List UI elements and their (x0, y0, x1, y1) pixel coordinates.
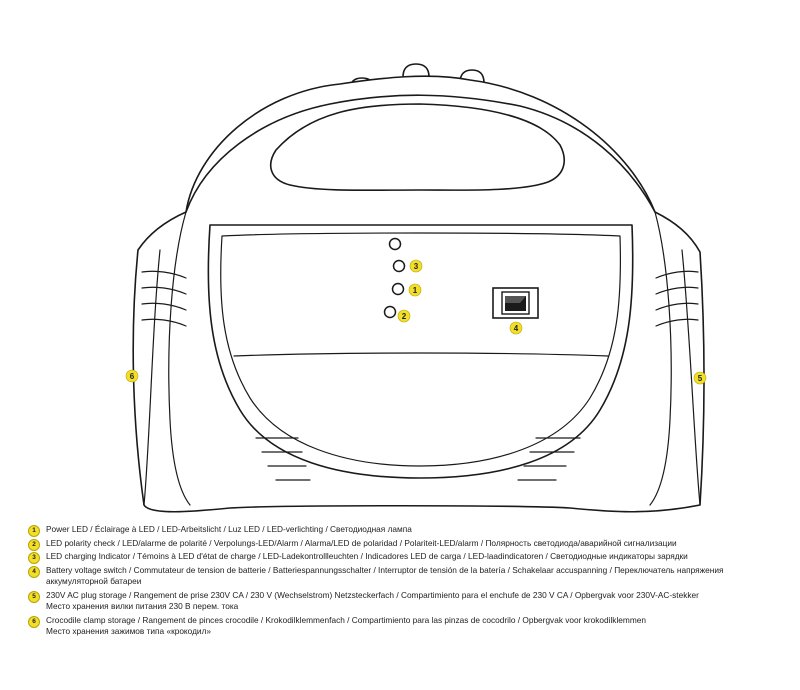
legend-badge: 2 (28, 538, 40, 551)
legend-item-6: 6 Crocodile clamp storage / Rangement de… (28, 615, 788, 638)
svg-text:5: 5 (698, 374, 703, 383)
legend-text: Crocodile clamp storage / Rangement de p… (46, 614, 646, 625)
right-vents (517, 270, 699, 481)
callout-6: 6 (125, 369, 139, 383)
left-vents (141, 270, 311, 481)
battery-voltage-switch (492, 287, 539, 319)
legend-item-5: 5 230V AC plug storage / Rangement de pr… (28, 590, 788, 613)
legend-text: Battery voltage switch / Commutateur de … (46, 564, 724, 575)
svg-text:6: 6 (130, 372, 135, 381)
legend: 1 Power LED / Éclairage à LED / LED-Arbe… (28, 524, 788, 640)
legend-item-2: 2 LED polarity check / LED/alarme de pol… (28, 537, 788, 551)
callout-2: 2 (397, 309, 411, 323)
svg-text:3: 3 (414, 262, 419, 271)
legend-text-line2: аккумуляторной батареи (46, 576, 142, 586)
led-power (391, 282, 405, 296)
handle-slot (269, 103, 565, 192)
svg-text:4: 4 (514, 324, 519, 333)
legend-badge: 3 (28, 552, 40, 564)
svg-text:1: 1 (413, 286, 418, 295)
svg-text:2: 2 (402, 312, 407, 321)
led-top (388, 237, 402, 251)
led-indicators (383, 237, 406, 319)
legend-text: LED polarity check / LED/alarme de polar… (46, 537, 677, 548)
legend-badge: 5 (28, 590, 40, 603)
legend-item-3: 3 LED charging Indicator / Témoins à LED… (28, 551, 788, 564)
legend-text: Power LED / Éclairage à LED / LED-Arbeit… (46, 524, 412, 534)
callout-1: 1 (408, 283, 422, 297)
legend-text-line2: Место хранения зажимов типа «крокодил» (46, 626, 212, 636)
callout-3: 3 (409, 259, 423, 273)
callout-5: 5 (693, 371, 707, 385)
led-charging (392, 259, 406, 273)
legend-item-1: 1 Power LED / Éclairage à LED / LED-Arbe… (28, 524, 788, 537)
legend-text-line2: Место хранения вилки питания 230 В перем… (46, 601, 239, 611)
charger-diagram: 3 1 2 4 6 5 (125, 63, 707, 513)
legend-item-4: 4 Battery voltage switch / Commutateur d… (28, 565, 788, 588)
legend-text: 230V AC plug storage / Rangement de pris… (46, 589, 699, 600)
legend-badge: 1 (28, 525, 40, 537)
legend-badge: 4 (28, 565, 40, 578)
legend-text: LED charging Indicator / Témoins à LED d… (46, 551, 688, 561)
callout-4: 4 (509, 321, 523, 335)
led-polarity (383, 305, 397, 319)
legend-badge: 6 (28, 615, 40, 628)
